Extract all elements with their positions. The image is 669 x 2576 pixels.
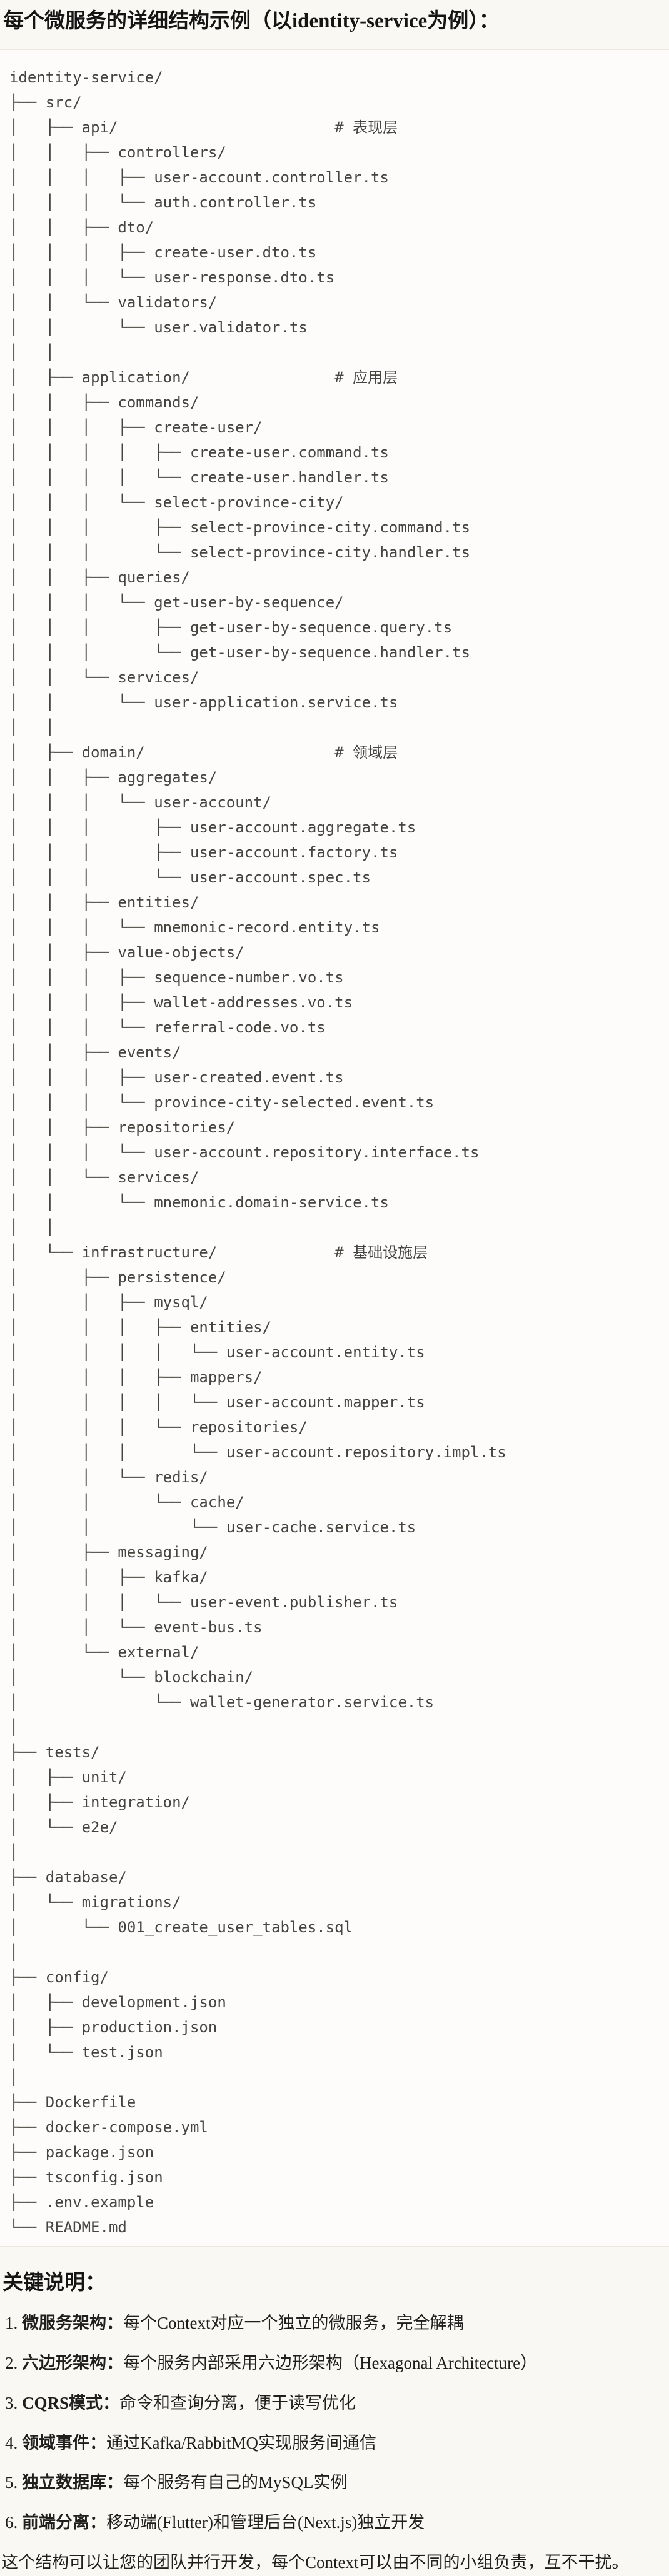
- directory-tree-block: identity-service/ ├── src/ │ ├── api/ # …: [0, 49, 669, 2247]
- note-item: 3. CQRS模式：命令和查询分离，便于读写优化: [1, 2390, 663, 2417]
- note-term: 六边形架构：: [22, 2353, 123, 2372]
- note-number: 6.: [5, 2513, 22, 2532]
- key-notes-heading: 关键说明：: [3, 2271, 106, 2294]
- note-number: 2.: [5, 2353, 22, 2372]
- note-item: 5. 独立数据库：每个服务有自己的MySQL实例: [1, 2470, 663, 2496]
- note-term: 领域事件：: [22, 2433, 106, 2452]
- note-term: 独立数据库：: [22, 2473, 123, 2492]
- note-term: CQRS模式：: [22, 2393, 120, 2412]
- note-colon: ：: [89, 2513, 106, 2532]
- note-colon: ：: [106, 2473, 123, 2492]
- note-colon: ：: [89, 2433, 106, 2452]
- note-desc: 移动端(Flutter)和管理后台(Next.js)独立开发: [106, 2513, 425, 2532]
- note-item: 2. 六边形架构：每个服务内部采用六边形架构（Hexagonal Archite…: [1, 2350, 663, 2377]
- note-term: 前端分离：: [22, 2513, 106, 2532]
- page-title: 每个微服务的详细结构示例（以identity-service为例）：: [3, 10, 500, 32]
- note-desc: 每个服务内部采用六边形架构（Hexagonal Architecture）: [123, 2353, 538, 2372]
- directory-tree: identity-service/ ├── src/ │ ├── api/ # …: [9, 68, 506, 2236]
- note-desc: 每个Context对应一个独立的微服务，完全解耦: [123, 2314, 464, 2333]
- note-number: 1.: [5, 2314, 22, 2333]
- note-item: 1. 微服务架构：每个Context对应一个独立的微服务，完全解耦: [1, 2310, 663, 2337]
- note-term: 微服务架构：: [22, 2314, 123, 2333]
- note-colon: ：: [103, 2393, 120, 2412]
- note-desc: 每个服务有自己的MySQL实例: [123, 2473, 348, 2492]
- note-number: 4.: [5, 2433, 22, 2452]
- note-number: 5.: [5, 2473, 22, 2492]
- note-desc: 通过Kafka/RabbitMQ实现服务间通信: [106, 2433, 376, 2452]
- note-colon: ：: [106, 2353, 123, 2372]
- note-item: 6. 前端分离：移动端(Flutter)和管理后台(Next.js)独立开发: [1, 2510, 663, 2536]
- key-notes-section: 关键说明： 1. 微服务架构：每个Context对应一个独立的微服务，完全解耦 …: [0, 2269, 669, 2576]
- note-item: 4. 领域事件：通过Kafka/RabbitMQ实现服务间通信: [1, 2430, 663, 2457]
- summary-paragraph: 这个结构可以让您的团队并行开发，每个Context可以由不同的小组负责，互不干扰…: [1, 2553, 629, 2572]
- note-number: 3.: [5, 2393, 22, 2412]
- note-desc: 命令和查询分离，便于读写优化: [119, 2393, 356, 2412]
- note-colon: ：: [106, 2314, 123, 2333]
